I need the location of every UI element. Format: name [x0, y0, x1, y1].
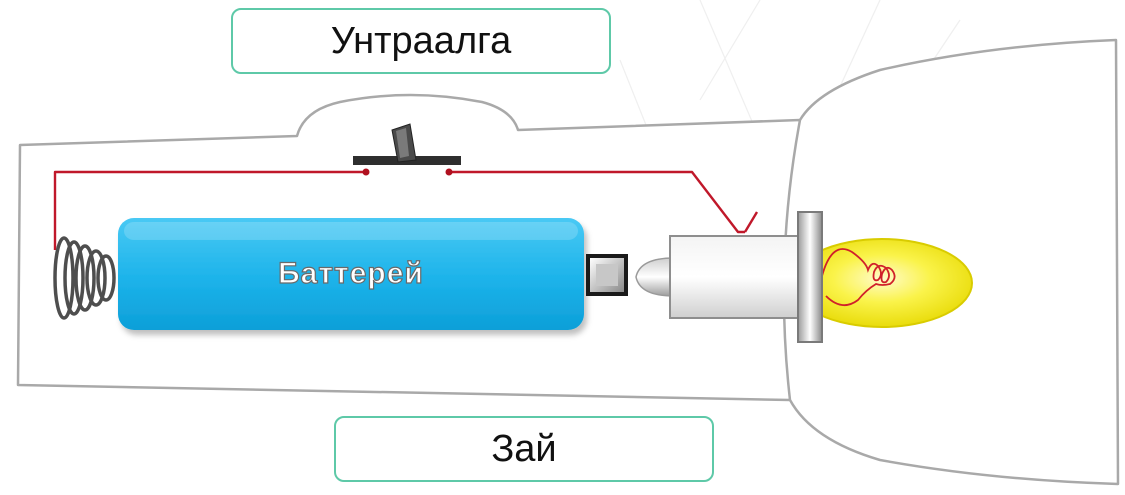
bulb-filament: [821, 248, 896, 306]
battery-terminal: [586, 254, 628, 296]
switch: [353, 123, 461, 165]
bulb-contact-tip: [635, 257, 675, 297]
switch-label: Унтраалга: [231, 8, 611, 74]
switch-contact-left: [362, 168, 370, 176]
switch-contact-right: [445, 168, 453, 176]
battery: [118, 218, 584, 330]
circuit-wire: [53, 170, 759, 250]
bulb-socket: [669, 235, 799, 319]
bulb-socket-flange: [797, 211, 823, 343]
battery-label: Баттерей: [278, 256, 424, 290]
bulb-label: Зай: [334, 416, 714, 482]
spring: [53, 236, 116, 320]
